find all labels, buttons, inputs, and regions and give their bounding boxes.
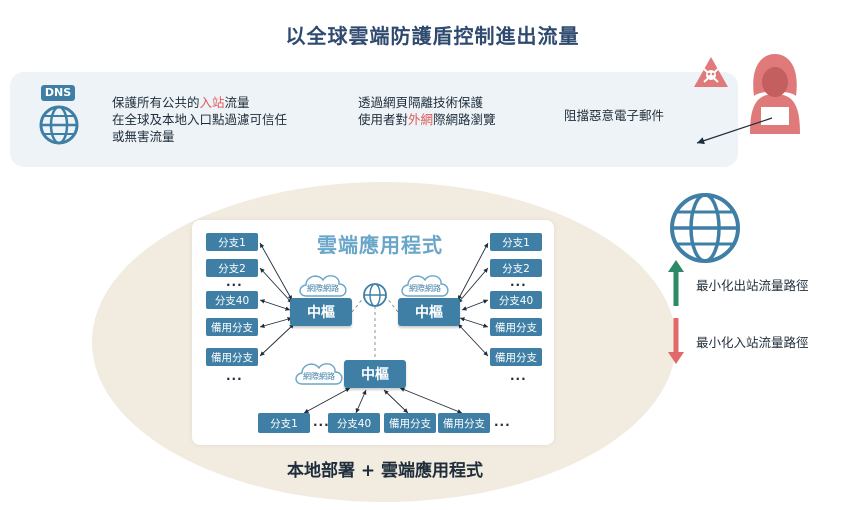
bottom-branch-node: 備用分支 — [438, 413, 490, 433]
bottom-branch-node: 分支1 — [258, 413, 310, 433]
diagram-title: 雲端應用程式 — [317, 233, 443, 257]
cloud-label-right: 網際網路 — [409, 284, 441, 293]
left-branch-node: 分支40 — [206, 291, 258, 309]
warning-skull-icon — [692, 55, 730, 89]
hub-bottom: 中樞 — [344, 360, 406, 388]
left-branch-node: 備用分支 — [206, 318, 258, 336]
cloud-icon-right — [398, 270, 452, 298]
right-branch-node: 分支2 — [490, 259, 542, 277]
feature1-line3: 或無害流量 — [112, 129, 175, 144]
feature-inbound-protection: 保護所有公共的入站流量 在全球及本地入口點過濾可信任 或無害流量 — [112, 94, 332, 145]
left-branch-node: 分支2 — [206, 259, 258, 277]
arrow-down-icon — [666, 316, 686, 366]
left-branch-node: 備用分支 — [206, 348, 258, 366]
bottom-caption: 本地部署 + 雲端應用程式 — [286, 461, 484, 481]
outbound-path-label: 最小化出站流量路徑 — [696, 278, 809, 293]
right-ellipsis: ... — [510, 275, 527, 289]
left-branch-node: 分支1 — [206, 233, 258, 251]
bottom-branch-node: 備用分支 — [384, 413, 436, 433]
feature1-line1-highlight: 入站 — [199, 95, 225, 110]
bottom-ellipsis: ... — [313, 415, 330, 429]
right-branch-node: 備用分支 — [490, 318, 542, 336]
bottom-ellipsis: ... — [494, 415, 511, 429]
left-ellipsis: ... — [226, 275, 243, 289]
left-ellipsis: ... — [226, 369, 243, 383]
internet-globe-large-icon — [667, 190, 743, 266]
protection-band — [10, 72, 738, 167]
right-ellipsis: ... — [510, 369, 527, 383]
bottom-branch-node: 分支40 — [328, 413, 380, 433]
feature-email-block: 阻擋惡意電子郵件 — [564, 108, 665, 123]
internet-globe-icon — [362, 282, 388, 308]
hub-right: 中樞 — [398, 298, 460, 326]
feature2-line2-post: 際網路瀏覽 — [433, 112, 496, 127]
dns-label: DNS — [44, 86, 72, 99]
cloud-label-bottom: 網際網路 — [303, 372, 335, 381]
inbound-path-label: 最小化入站流量路徑 — [696, 335, 809, 350]
cloud-icon-bottom — [292, 358, 346, 386]
feature2-line2-highlight: 外網 — [408, 112, 434, 127]
hacker-icon — [740, 46, 810, 136]
feature-web-isolation: 透過網頁隔離技術保護 使用者對外網際網路瀏覽 — [358, 94, 558, 128]
cloud-icon-left — [296, 270, 350, 298]
right-branch-node: 備用分支 — [490, 348, 542, 366]
page-title: 以全球雲端防護盾控制進出流量 — [285, 24, 580, 48]
right-branch-node: 分支40 — [490, 291, 542, 309]
dns-globe-icon — [33, 83, 93, 147]
feature1-line1-post: 流量 — [224, 95, 250, 110]
feature1-line1-pre: 保護所有公共的 — [112, 95, 200, 110]
cloud-label-left: 網際網路 — [307, 284, 339, 293]
feature1-line2: 在全球及本地入口點過濾可信任 — [112, 112, 288, 127]
feature2-line2-pre: 使用者對 — [358, 112, 409, 127]
arrow-up-icon — [666, 258, 686, 308]
right-branch-node: 分支1 — [490, 233, 542, 251]
feature2-line1: 透過網頁隔離技術保護 — [358, 95, 484, 110]
hub-left: 中樞 — [290, 298, 352, 326]
